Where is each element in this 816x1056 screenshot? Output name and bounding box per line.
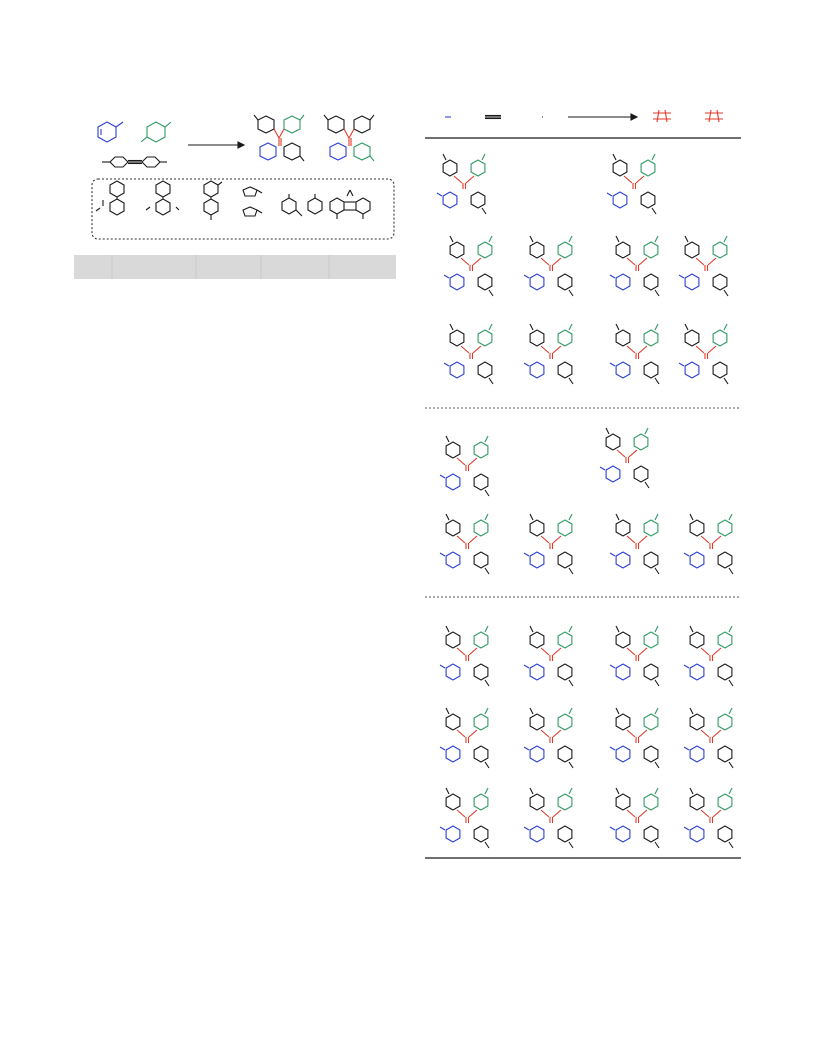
ligand-box xyxy=(91,178,395,240)
product-structure-11 xyxy=(439,435,490,497)
product-structure-7 xyxy=(443,323,494,385)
product-structure-21 xyxy=(439,707,490,769)
diarylalkyne xyxy=(102,156,167,168)
product-structure-26 xyxy=(523,787,574,849)
product-structure-4 xyxy=(523,235,574,297)
ligand-structures xyxy=(95,180,371,220)
product-structures xyxy=(436,153,734,849)
left-reaction-scheme xyxy=(70,100,400,285)
product-structure-12 xyxy=(599,427,650,489)
product-structure-25 xyxy=(439,787,490,849)
product-structure-13 xyxy=(439,513,490,575)
product-structure-19 xyxy=(609,625,660,687)
product-structure-23 xyxy=(609,707,660,769)
product-structure-16 xyxy=(683,513,734,575)
product-structure-1 xyxy=(436,153,487,215)
table-header-bar xyxy=(74,255,396,279)
product-structure-3 xyxy=(443,235,494,297)
product-structure-8 xyxy=(523,323,574,385)
right-scope-table xyxy=(425,100,741,865)
product-structure-2 xyxy=(606,153,657,215)
product-structure-24 xyxy=(683,707,734,769)
product-structure-20 xyxy=(683,625,734,687)
product-structure-28 xyxy=(683,787,734,849)
product-structure-9 xyxy=(609,323,660,385)
product-structure-10 xyxy=(678,323,729,385)
reaction-scheme-drawing xyxy=(74,114,396,279)
product-structure-27 xyxy=(609,787,660,849)
substrate-scope-drawing xyxy=(425,109,741,859)
product-2 xyxy=(323,114,375,162)
reactant-aryl xyxy=(140,121,172,143)
product-structure-17 xyxy=(439,625,490,687)
product-structure-18 xyxy=(523,625,574,687)
product-structure-5 xyxy=(609,235,660,297)
product-structure-22 xyxy=(523,707,574,769)
reactant-pyridine xyxy=(97,121,124,143)
product-structure-14 xyxy=(523,513,574,575)
product-structure-15 xyxy=(609,513,660,575)
product-structure-6 xyxy=(678,235,729,297)
reaction-arrow xyxy=(188,141,246,149)
header-reaction xyxy=(445,109,723,123)
product-1 xyxy=(253,114,305,162)
